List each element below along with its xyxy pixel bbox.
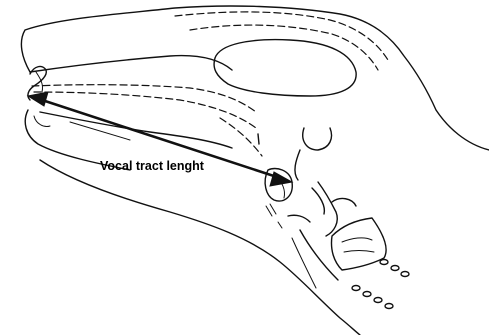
jaw-line xyxy=(40,160,360,335)
muzzle-upper-line xyxy=(30,56,232,72)
tongue-tip xyxy=(34,116,50,127)
soft-palate xyxy=(220,118,262,156)
vocal-fold-marks xyxy=(266,204,282,228)
eye-orbit xyxy=(214,40,356,96)
nasal-passage-dashed-2 xyxy=(34,92,256,128)
neck-line-lower xyxy=(292,238,316,288)
vertical-marker xyxy=(258,134,259,144)
vocal-tract-length-label: Vocal tract lenght xyxy=(100,159,205,173)
cranial-dashed-line-1 xyxy=(175,12,388,60)
epiglottis xyxy=(303,128,332,150)
cranial-dashed-line-2 xyxy=(190,25,378,70)
trachea xyxy=(331,218,386,270)
